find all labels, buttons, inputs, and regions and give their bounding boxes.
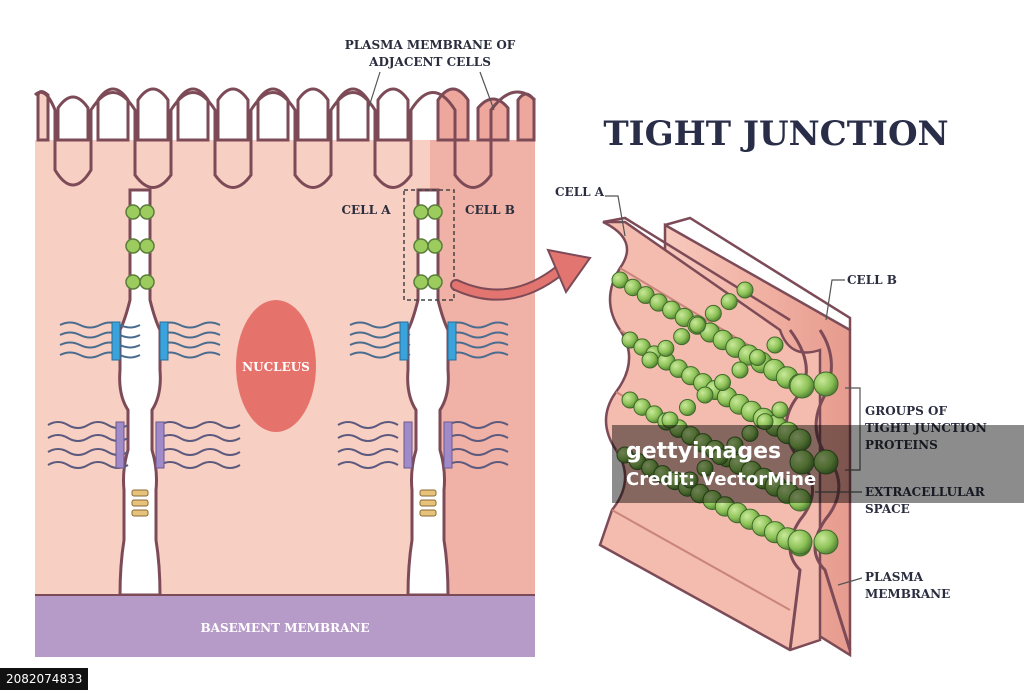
desmosome-right [349, 321, 509, 361]
zoom-cell-a-label: CELL A [555, 185, 605, 199]
groups-bracket [845, 387, 861, 471]
apical-membrane [33, 90, 537, 189]
adherens-right [337, 421, 509, 469]
plasma-membrane-pointer [367, 71, 495, 111]
watermark-credit: Credit: VectorMine [626, 469, 816, 490]
tight-junction-protein-strands [611, 271, 839, 557]
zoom-cell-b-label: CELL B [847, 273, 897, 287]
tight-junction-beads-left [125, 204, 155, 290]
cell-panel: NUCLEUS BASEMENT MEMBRANE PLASMA MEMBRAN… [33, 38, 537, 657]
microvilli [36, 87, 536, 142]
desmosome-left [59, 321, 221, 361]
protein-bead [756, 413, 774, 431]
gap-junction-right [419, 489, 437, 517]
protein-bead [736, 281, 754, 299]
groups-label-3: PROTEINS [865, 438, 938, 452]
protein-bead [813, 449, 839, 475]
protein-bead [726, 436, 744, 454]
protein-bead [689, 316, 706, 334]
protein-bead [813, 371, 839, 397]
plasma-membrane-adjacent-label-1: PLASMA MEMBRANE OF [345, 38, 516, 52]
watermark-brand: gettyimages [626, 439, 781, 464]
protein-bead [704, 304, 722, 322]
watermark: gettyimages Credit: VectorMine [612, 425, 1024, 503]
nucleus [236, 300, 316, 432]
plasma-membrane-label-1: PLASMA [865, 570, 924, 584]
protein-bead [813, 529, 839, 555]
diagram-title: TIGHT JUNCTION [603, 114, 948, 154]
protein-bead [788, 488, 812, 512]
zoom-arrow [450, 248, 592, 301]
protein-bead [714, 374, 731, 391]
protein-bead [673, 328, 691, 346]
gap-junction-left [131, 489, 149, 517]
nucleus-label: NUCLEUS [242, 360, 310, 374]
extracellular-label-2: SPACE [865, 502, 910, 516]
protein-bead [657, 339, 675, 357]
plasma-membrane-adjacent-label-2: ADJACENT CELLS [368, 55, 491, 69]
extracellular-label-1: EXTRACELLULAR [865, 485, 986, 499]
protein-bead [661, 411, 679, 429]
basement-membrane-label: BASEMENT MEMBRANE [200, 621, 369, 635]
protein-bead [749, 349, 766, 366]
tight-junction-beads-right [413, 204, 443, 290]
groups-label-1: GROUPS OF [865, 404, 947, 418]
protein-bead [720, 293, 738, 311]
protein-bead [771, 401, 789, 419]
protein-bead [696, 386, 714, 404]
cell-a-label: CELL A [341, 203, 391, 217]
protein-bead [787, 529, 813, 555]
protein-bead [696, 459, 714, 477]
protein-bead [766, 336, 784, 354]
protein-bead [641, 351, 659, 369]
plasma-membrane-label-2: MEMBRANE [865, 587, 950, 601]
stock-image-id: 2082074833 [0, 668, 89, 690]
zoom-selection-box [403, 189, 455, 301]
protein-bead [679, 399, 696, 416]
cell-b-label: CELL B [465, 203, 515, 217]
basement-membrane [35, 595, 535, 657]
protein-bead [731, 361, 749, 379]
groups-label-2: TIGHT JUNCTION [865, 421, 987, 435]
protein-bead [789, 373, 815, 399]
zoom-3d-view [598, 216, 852, 658]
protein-bead [681, 471, 699, 489]
protein-bead [611, 271, 629, 289]
protein-bead [741, 424, 759, 442]
protein-bead [711, 448, 729, 466]
adherens-left [47, 421, 241, 469]
